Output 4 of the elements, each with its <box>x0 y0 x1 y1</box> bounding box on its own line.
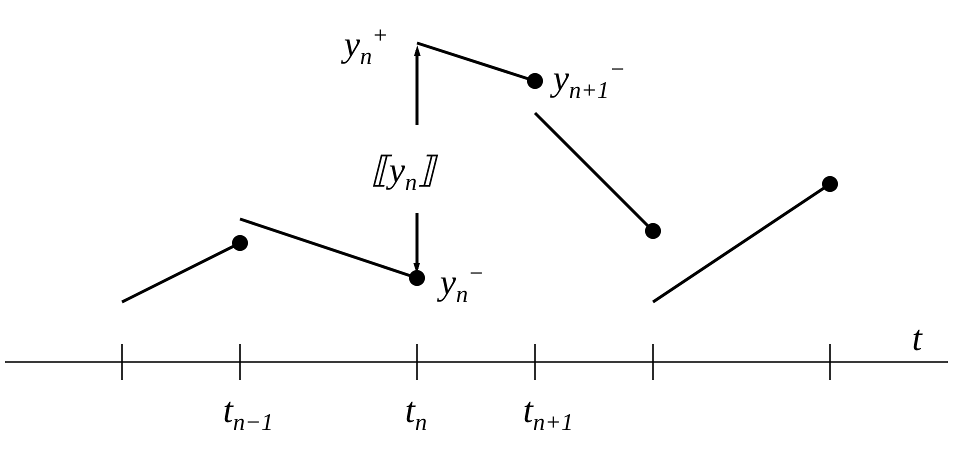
tick-label: t$_{n}$ <box>405 392 428 436</box>
tick-label: t$_{n−1}$ <box>223 392 274 436</box>
tick-label: t$_{n+1}$ <box>523 392 574 436</box>
axis-label: t <box>912 320 922 356</box>
